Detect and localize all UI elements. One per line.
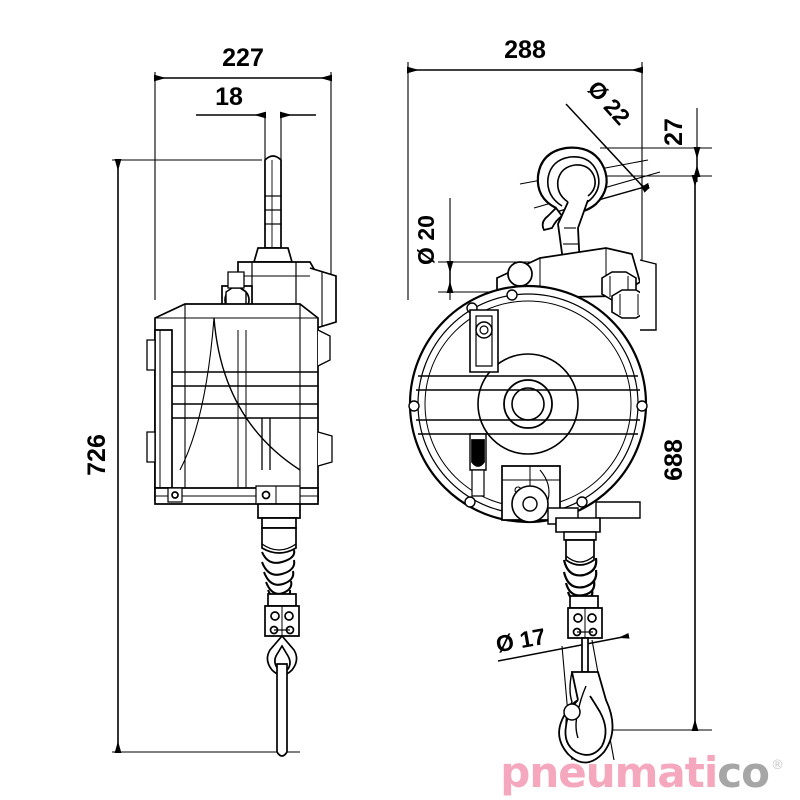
front-view-load-fitting — [567, 595, 603, 673]
dim-label-27: 27 — [660, 118, 688, 146]
dim-label-dia-22: Ø 22 — [583, 75, 636, 129]
brand-name-tertiary: o — [741, 748, 770, 797]
brand-name-secondary: c — [717, 748, 742, 797]
dim-label-726: 726 — [83, 434, 111, 476]
dim-label-dia-20: Ø 20 — [413, 215, 439, 265]
suspension-hook-icon — [536, 146, 608, 283]
dim-label-288: 288 — [504, 36, 546, 64]
dim-label-227: 227 — [222, 44, 264, 72]
side-view-load-fitting — [264, 593, 300, 757]
side-view-machine — [146, 155, 337, 529]
load-hook-icon — [558, 671, 614, 764]
brand-trademark-symbol: ® — [771, 758, 784, 773]
front-view-machine — [408, 146, 657, 541]
front-view-spring — [562, 539, 598, 603]
dim-label-dia-17: Ø 17 — [494, 623, 548, 657]
brand-logo: pneumati c o ® — [500, 752, 784, 794]
dim-label-688: 688 — [660, 439, 688, 481]
dim-label-18: 18 — [215, 83, 243, 111]
side-view-spring — [261, 527, 297, 601]
brand-name-primary: pneumati — [500, 748, 718, 797]
